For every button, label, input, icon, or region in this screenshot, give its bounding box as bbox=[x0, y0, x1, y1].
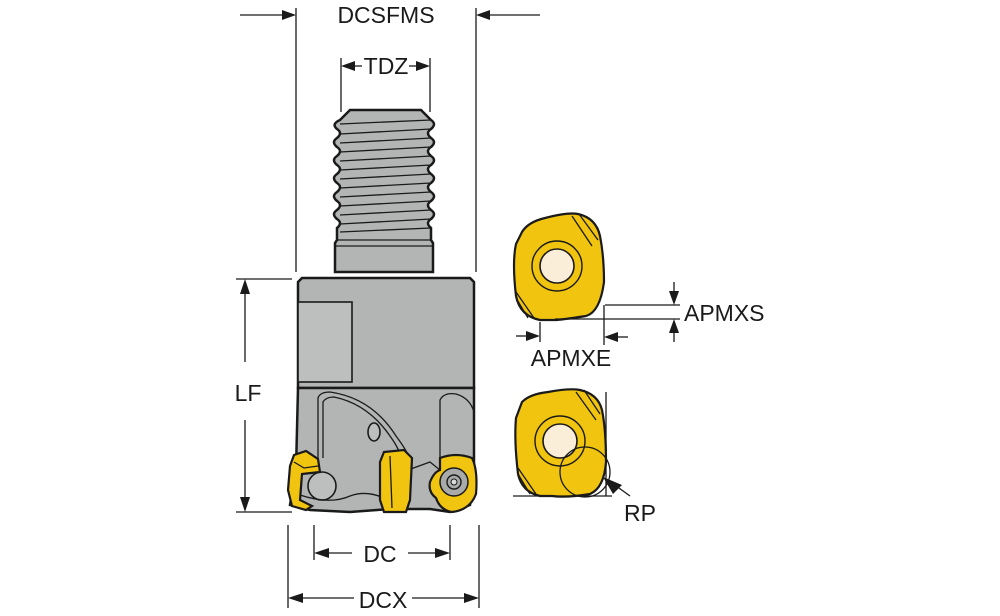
detail-insert-2-facet-a bbox=[575, 391, 597, 421]
apmxs-arrow-top bbox=[669, 291, 679, 305]
dc-arrow-right bbox=[435, 548, 450, 558]
apmxe-label: APMXE bbox=[531, 345, 612, 371]
lf-dimension: LF bbox=[235, 278, 292, 513]
insert-left-edge bbox=[293, 461, 319, 469]
tdz-arrow-right bbox=[416, 61, 430, 71]
dcx-dimension: DCX bbox=[287, 525, 480, 613]
detail-insert-2-facet-b bbox=[583, 389, 601, 415]
detail-insert-2-ring bbox=[534, 415, 586, 467]
cutter-body bbox=[288, 276, 476, 514]
dcsfms-label: DCSFMS bbox=[337, 2, 434, 28]
tdz-arrow-left bbox=[341, 61, 355, 71]
dcx-label: DCX bbox=[359, 587, 408, 611]
torx-socket-icon bbox=[446, 474, 462, 490]
insert-center-body bbox=[378, 448, 414, 514]
chip-flute-left-inner bbox=[322, 396, 403, 461]
detail-insert-2-facet-c bbox=[517, 467, 537, 495]
lf-arrow-top bbox=[240, 279, 250, 294]
lf-label: LF bbox=[235, 380, 262, 406]
detail-insert-2-facet-d bbox=[517, 473, 531, 495]
detail-insert-1-ring bbox=[531, 240, 583, 292]
insert-left bbox=[286, 449, 322, 512]
rp-arrow bbox=[603, 477, 622, 494]
tdz-dimension: TDZ bbox=[340, 53, 431, 112]
thread-profile bbox=[332, 108, 436, 274]
insert-right bbox=[428, 453, 478, 514]
detail-insert-1-hole bbox=[539, 248, 575, 284]
lf-arrow-bottom bbox=[240, 497, 250, 512]
insert-detail-depth: APMXS APMXE bbox=[512, 212, 765, 371]
corner-radius-circle bbox=[559, 446, 611, 498]
coolant-hole bbox=[367, 422, 381, 442]
rp-label: RP bbox=[624, 500, 656, 526]
dcsfms-arrow-right bbox=[476, 10, 490, 20]
torx-center bbox=[450, 478, 458, 486]
insert-detail-radius: RP bbox=[513, 388, 656, 526]
dcx-arrow-left bbox=[288, 593, 303, 603]
dcsfms-dimension: DCSFMS bbox=[240, 2, 540, 272]
dc-dimension: DC bbox=[313, 525, 451, 567]
body-bottom-relief bbox=[299, 492, 385, 508]
dc-arrow-left bbox=[314, 548, 329, 558]
dcx-arrow-right bbox=[464, 593, 479, 603]
insert-center-edge bbox=[389, 455, 393, 509]
dcsfms-arrow-left bbox=[282, 10, 296, 20]
insert-center bbox=[378, 448, 414, 514]
pocket-boss bbox=[307, 471, 337, 501]
chip-flute-left bbox=[317, 391, 411, 461]
detail-insert-2-hole bbox=[542, 423, 578, 459]
chip-flute-right bbox=[439, 392, 475, 460]
detail-insert-1-facet-c bbox=[515, 291, 535, 319]
apmxs-label: APMXS bbox=[684, 300, 765, 326]
apmxe-arrow-left bbox=[526, 331, 540, 341]
apmxe-arrow-right bbox=[604, 332, 618, 342]
threaded-shank bbox=[332, 108, 436, 274]
detail-insert-1-facet-b bbox=[578, 213, 599, 241]
apmxs-arrow-bottom bbox=[669, 319, 679, 333]
detail-insert-1-facet-a bbox=[571, 215, 593, 247]
tdz-label: TDZ bbox=[364, 53, 409, 79]
wrench-flat bbox=[297, 301, 353, 383]
thread-lines bbox=[339, 119, 432, 233]
insert-left-body bbox=[286, 449, 322, 512]
dc-label: DC bbox=[363, 541, 396, 567]
detail-insert-1-facet-d bbox=[515, 297, 529, 319]
